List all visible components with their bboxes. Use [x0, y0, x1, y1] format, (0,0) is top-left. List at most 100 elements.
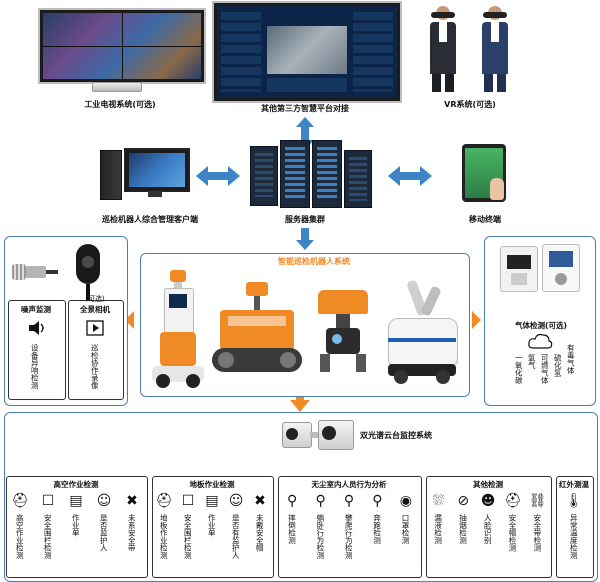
detection-icon: ⚲: [315, 493, 326, 509]
detection-item: 未系安全带: [127, 514, 137, 552]
arrow-robots-left: [125, 311, 134, 329]
detection-icon: ⚲: [372, 493, 383, 509]
detection-icon: ⛑: [503, 493, 522, 509]
detection-icon: ◉: [399, 493, 412, 509]
category-box: [556, 476, 594, 578]
category-title: 无尘室内人员行为分析: [311, 480, 387, 489]
detection-item: 摔倒检测: [287, 514, 297, 544]
detection-item: 人脸识别: [483, 514, 493, 544]
detection-icon: ⛓: [528, 493, 547, 509]
hand-icon: [490, 178, 504, 200]
detection-icon: ☐: [41, 493, 55, 509]
detection-icon: ⚲: [343, 493, 355, 509]
camera-subtitle: (可选): [85, 295, 105, 303]
detection-icon: 🌡: [565, 493, 583, 509]
category-box: [152, 476, 274, 578]
detection-icon: ⛑: [11, 493, 29, 509]
detection-item: 安全围栏检测: [43, 514, 53, 559]
detection-icon: ⚲: [287, 493, 298, 509]
cloud-icon: [527, 332, 553, 350]
detection-icon: ⛑: [155, 493, 173, 509]
detection-item: 安全带检测: [532, 514, 542, 552]
gas-item-4: 有毒气体: [566, 344, 576, 374]
monitor-stand: [148, 191, 162, 197]
detection-item: 未戴安全帽: [255, 514, 265, 552]
server-rack-4: [344, 150, 372, 208]
detection-icon: ☐: [181, 493, 195, 509]
detection-item: 安全围栏检测: [183, 514, 193, 559]
noise-box: [8, 300, 66, 400]
panoramic-camera-device: [68, 244, 108, 300]
ptz-camera-device: [282, 418, 362, 454]
arrow-server-robots: [296, 228, 314, 250]
detection-icon: ⊘: [457, 493, 470, 509]
detection-item: 攀爬行为检测: [344, 514, 354, 559]
category-title: 红外测温: [559, 480, 589, 489]
category-title: 地板作业检测: [189, 480, 235, 489]
gas-detector-2: [542, 244, 580, 292]
detection-item: 作业单: [71, 514, 81, 537]
arrow-robots-ptz: [290, 394, 310, 412]
gas-item-2: 可燃气体: [540, 354, 550, 384]
arrow-robots-right: [472, 311, 481, 329]
detection-item: 地板作业检测: [159, 514, 169, 559]
detection-item: 抽烟检测: [458, 514, 468, 544]
detection-item: 漏液检测: [433, 514, 443, 544]
gas-item-0: 一氧化碳: [514, 354, 524, 384]
noise-title: 噪声监测: [21, 305, 51, 314]
detection-icon: ▤: [205, 493, 219, 509]
server-label: 服务器集群: [285, 215, 325, 224]
category-title: 高空作业检测: [53, 480, 99, 489]
gas-title: 气体检测(可选): [515, 321, 567, 330]
gas-item-3: 硫化氢: [553, 354, 563, 377]
arm-robot: [382, 279, 462, 384]
vr-users-illustration: [408, 2, 526, 94]
camera-title: 全景相机: [80, 305, 110, 314]
detection-icon: ☺: [228, 493, 244, 509]
server-rack-1: [250, 146, 278, 206]
camera-item-0: 巡检协作录像: [90, 344, 100, 389]
noise-item-0: 设备异响检测: [30, 344, 40, 389]
detection-icon: ☻: [480, 493, 496, 509]
server-rack-3: [312, 140, 342, 208]
tracked-robot: [212, 282, 302, 382]
noise-sensor-device: [12, 260, 58, 284]
category-box: [6, 476, 148, 578]
mobile-label: 移动终端: [469, 215, 501, 224]
detection-icon: ☺: [96, 493, 112, 509]
video-recorder-icon: [92, 82, 142, 92]
arrow-server-mobile: [388, 166, 432, 186]
ptz-label: 双光谱云台监控系统: [360, 431, 432, 440]
category-title: 其他检测: [473, 480, 503, 489]
detection-item: 是否监护人: [99, 514, 109, 552]
client-monitor: [124, 148, 190, 192]
detection-item: 口罩检测: [401, 514, 411, 544]
detection-item: 是否有监护人: [231, 514, 241, 559]
camera-box: [68, 300, 124, 400]
category-box: [278, 476, 422, 578]
third-party-platform-monitor: [212, 1, 402, 103]
rail-robot: [310, 290, 376, 374]
server-rack-2: [280, 140, 310, 208]
speaker-icon: [28, 320, 46, 336]
detection-icon: ✖: [126, 493, 138, 509]
detection-item: 高空作业检测: [15, 514, 25, 559]
detection-item: 躺卧行为检测: [315, 514, 325, 559]
category-box: [426, 476, 552, 578]
detection-item: 安全帽检测: [508, 514, 518, 552]
detection-icon: ⛆: [432, 493, 444, 509]
gas-detector-1: [500, 246, 538, 292]
pc-tower-icon: [100, 150, 122, 200]
third-party-label: 其他第三方智慧平台对接: [261, 104, 349, 113]
detection-item: 奔跑检测: [372, 514, 382, 544]
video-icon: [86, 320, 104, 336]
detection-icon: ✖: [254, 493, 266, 509]
client-label: 巡检机器人综合管理客户端: [102, 215, 198, 224]
detection-item: 作业单: [207, 514, 217, 537]
vr-label: VR系统(可选): [444, 100, 496, 109]
industrial-tv-monitor: [38, 8, 206, 84]
robot-system-title: 智能巡检机器人系统: [278, 257, 350, 266]
pillar-robot: [150, 270, 206, 388]
industrial-tv-label: 工业电视系统(可选): [84, 100, 156, 109]
detection-item: 异常温度检测: [569, 514, 579, 559]
